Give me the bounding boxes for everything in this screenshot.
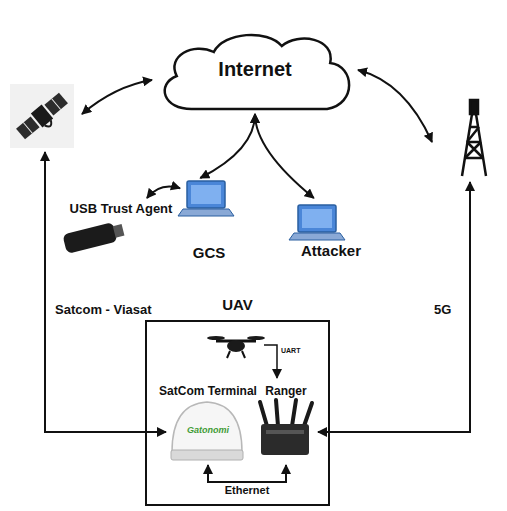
router-detail — [266, 430, 304, 434]
solar-panel — [16, 116, 40, 139]
brand-label: Gatonomi — [149, 425, 267, 435]
laptop-icon — [289, 205, 345, 240]
dongle-body — [62, 222, 117, 254]
laptop-display — [302, 209, 332, 228]
tower-crossbars — [465, 127, 483, 158]
dome-base — [171, 450, 243, 460]
device-node: GCS — [180, 178, 238, 264]
link-label: Satcom - Viasat — [55, 302, 152, 317]
tower-braces — [465, 127, 483, 158]
node-label: Ranger — [247, 385, 325, 399]
link-label: 5G — [434, 302, 451, 317]
5g-link — [318, 182, 470, 432]
link-label: UART — [281, 347, 300, 354]
connector — [200, 114, 255, 178]
satellite-dish — [45, 120, 54, 128]
connector — [147, 187, 180, 198]
router-antennas — [260, 400, 312, 426]
satellite-icon — [15, 91, 72, 144]
satellite-link — [82, 80, 152, 114]
node-label: USB Trust Agent — [52, 202, 190, 217]
laptop-screen — [298, 205, 336, 232]
laptop-icon — [178, 181, 234, 216]
tower-antenna — [470, 100, 478, 114]
laptop-base — [289, 233, 345, 240]
device-node: USB Trust Agent — [62, 198, 180, 256]
connector — [208, 465, 286, 482]
cloud-node: Internet — [152, 28, 358, 114]
router-body — [261, 424, 309, 455]
satellite-body — [31, 105, 53, 128]
satcom-link — [45, 152, 166, 432]
drone-icon — [207, 336, 265, 358]
node-label: UAV — [137, 296, 338, 313]
node-label: GCS — [170, 244, 248, 261]
drone-arm — [216, 340, 256, 343]
drone-body — [227, 340, 245, 352]
satellite-backdrop — [10, 84, 74, 148]
drone-rotor — [247, 336, 265, 340]
node-label: Internet — [142, 58, 368, 81]
usb-dongle-icon — [62, 220, 125, 254]
laptop-base — [178, 209, 234, 216]
cell-tower-icon — [462, 100, 486, 176]
device-node: SatCom TerminalGatonomi — [159, 383, 257, 465]
drone-legs — [227, 351, 245, 358]
laptop-display — [191, 185, 221, 204]
solar-panel — [44, 93, 68, 116]
dongle-plug — [113, 224, 125, 238]
tower-legs — [462, 114, 486, 176]
edge-label: Ethernet — [225, 484, 270, 496]
panel-grid — [23, 123, 32, 134]
panel-grid — [52, 99, 61, 110]
router-icon — [260, 400, 312, 455]
connector — [255, 114, 314, 198]
cellular-link — [358, 70, 432, 142]
device-node: Ranger — [257, 383, 315, 465]
node-label: SatCom Terminal — [149, 385, 267, 399]
uart-link — [264, 345, 277, 378]
drone-rotor — [207, 336, 225, 340]
laptop-screen — [187, 181, 225, 208]
group-box: UAVSatCom TerminalGatonomiRanger — [145, 320, 330, 506]
node-label: Attacker — [278, 242, 384, 259]
device-node: Attacker — [288, 198, 374, 262]
